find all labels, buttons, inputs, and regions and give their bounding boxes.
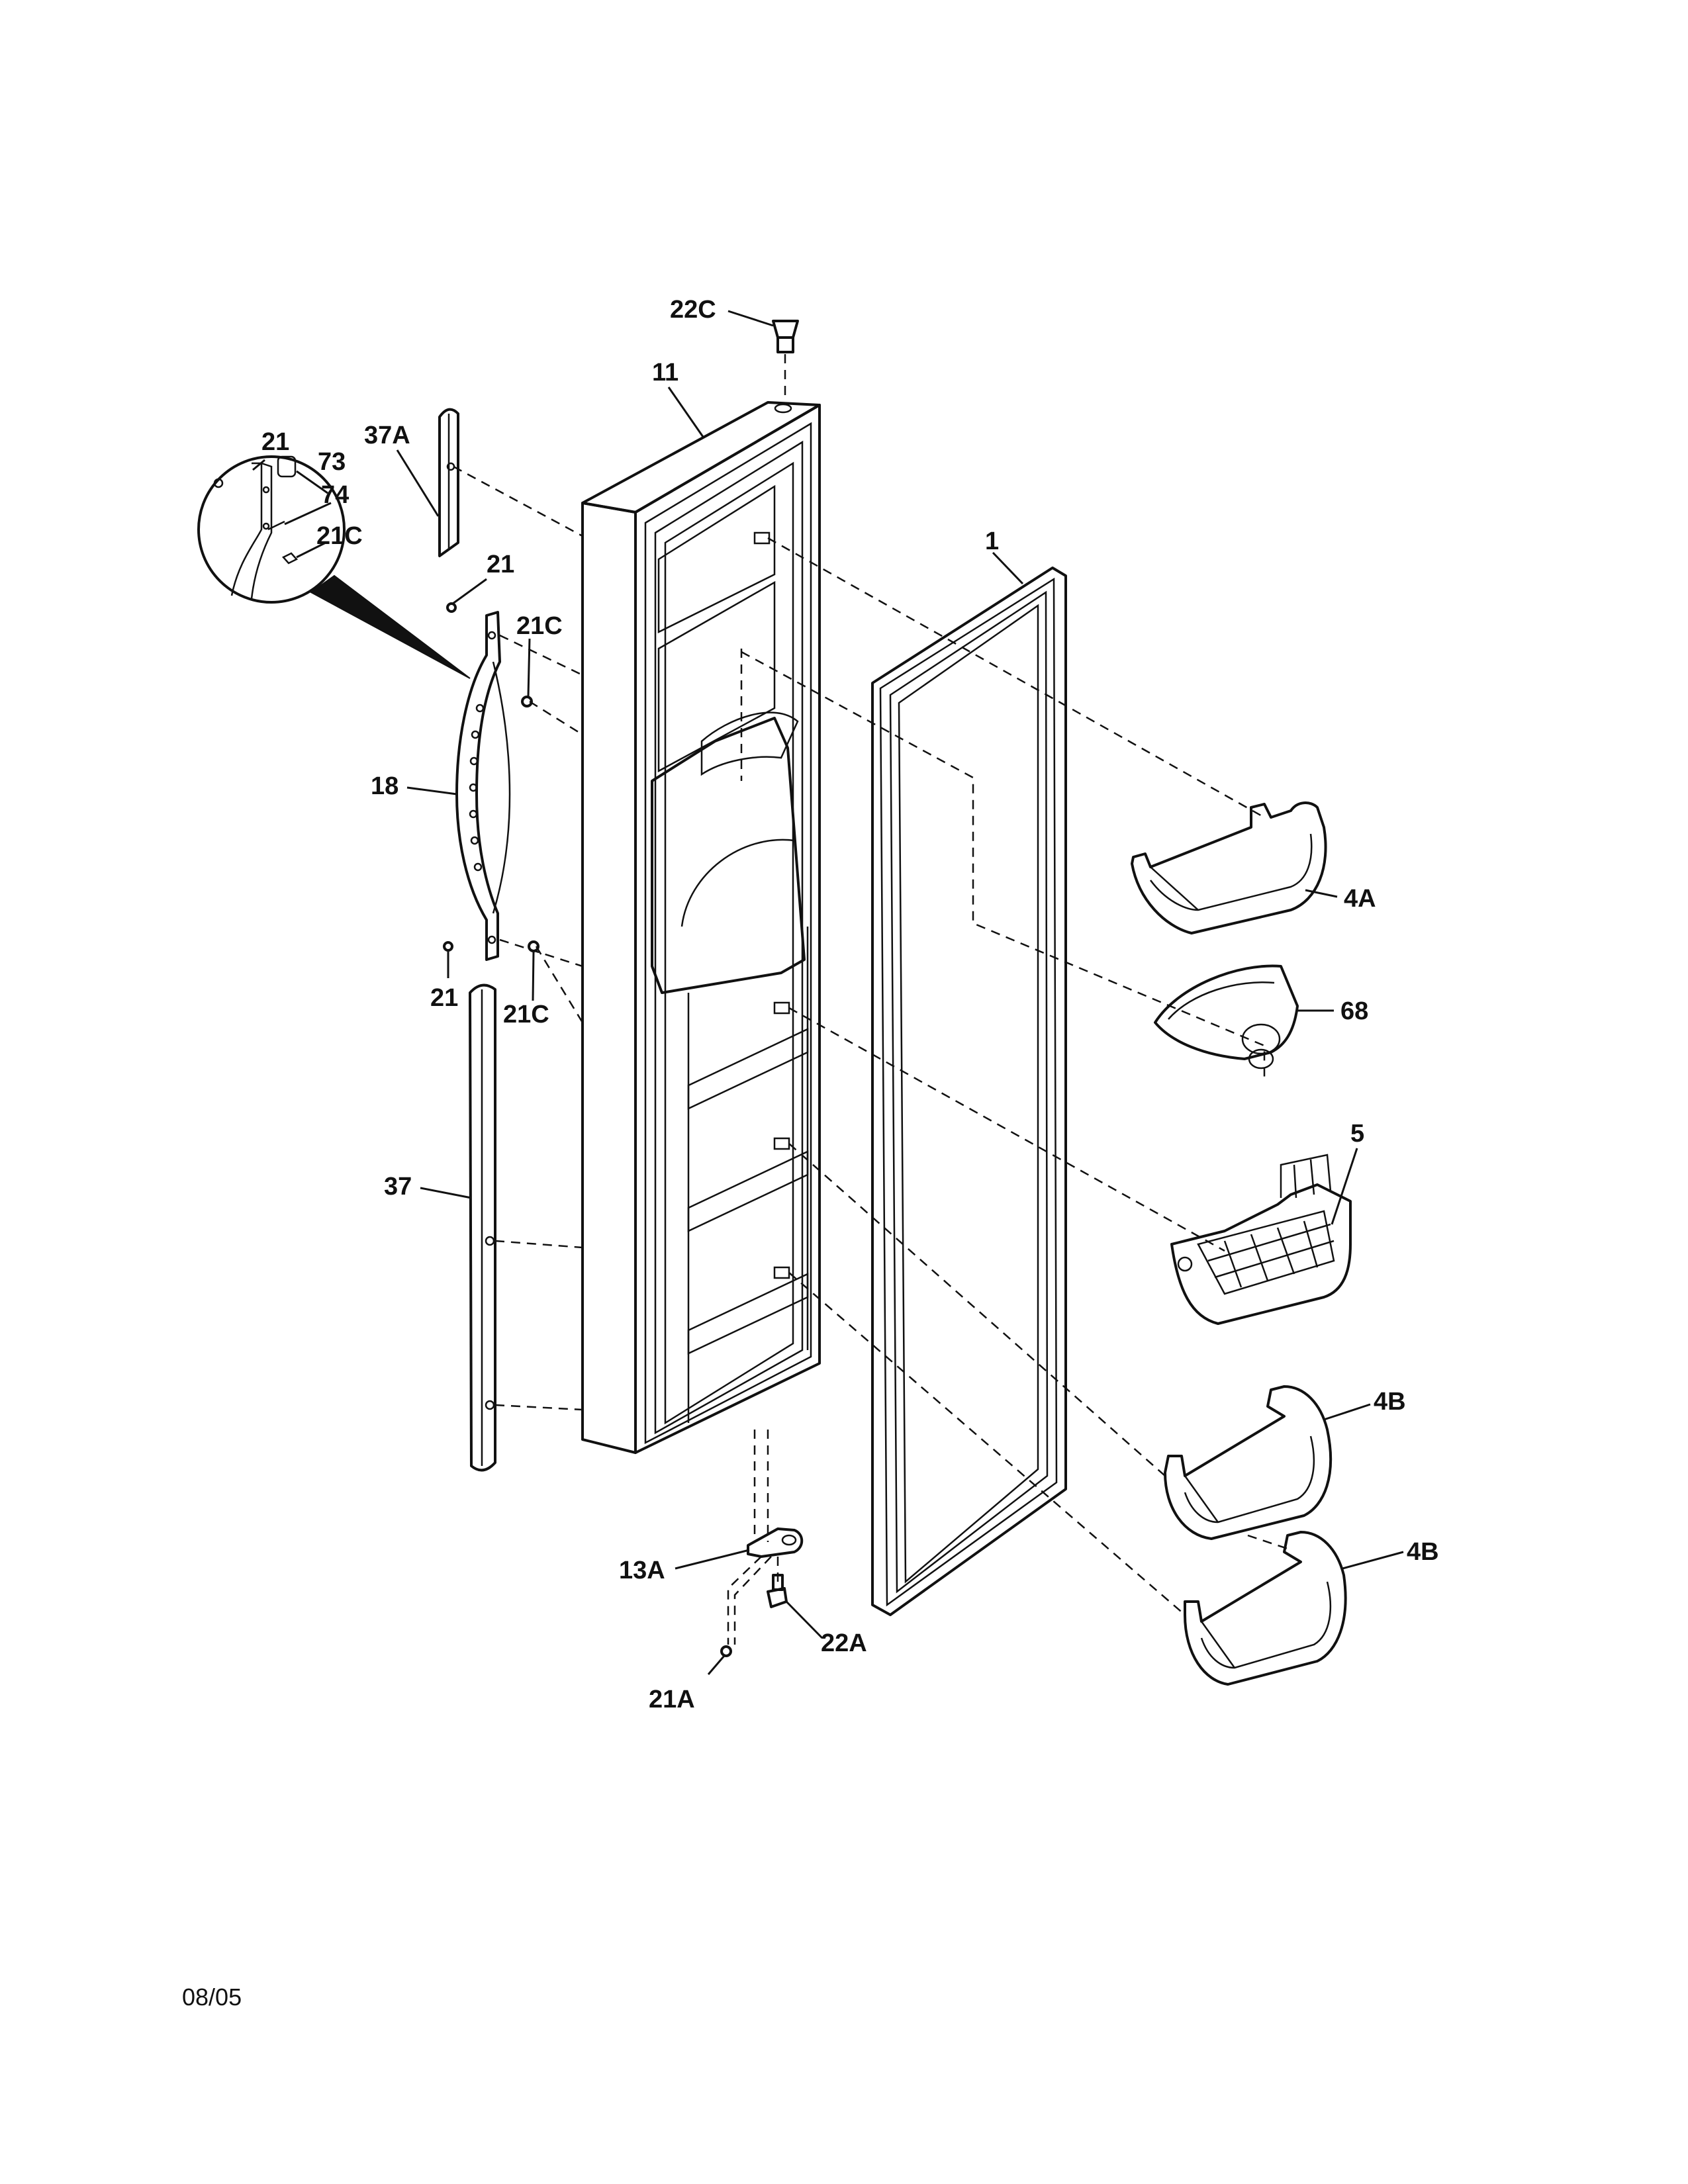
- door-gasket-part-1[interactable]: [871, 567, 1067, 1616]
- callout-37: 37: [384, 1173, 412, 1201]
- callout-4B-lower: 4B: [1407, 1538, 1439, 1566]
- callout-4B-upper: 4B: [1374, 1388, 1406, 1416]
- callout-5: 5: [1350, 1120, 1364, 1148]
- callout-22C: 22C: [670, 296, 716, 324]
- callout-1: 1: [985, 527, 999, 555]
- callout-21C-top: 21C: [516, 612, 563, 640]
- callout-21C-bottom: 21C: [503, 1001, 549, 1028]
- door-bin-part-4B-upper[interactable]: [1164, 1385, 1333, 1540]
- callout-21A: 21A: [649, 1686, 695, 1713]
- dispenser-funnel-part-68[interactable]: [1154, 964, 1299, 1069]
- callout-21-inset: 21: [261, 428, 289, 456]
- date-code: 08/05: [182, 1983, 242, 2011]
- callout-22A: 22A: [821, 1629, 867, 1657]
- lower-trim-part-37[interactable]: [469, 983, 496, 1472]
- screw-part-21-bottom[interactable]: [443, 941, 453, 952]
- detail-inset: [197, 455, 471, 679]
- leader-lines: [252, 310, 1404, 1675]
- callout-21-top: 21: [487, 551, 514, 578]
- callout-73: 73: [318, 448, 346, 476]
- callout-18: 18: [371, 772, 399, 800]
- door-handle-part-18[interactable]: [455, 611, 511, 961]
- door-bin-part-4B-lower[interactable]: [1184, 1531, 1347, 1686]
- hinge-bushing-part-22C[interactable]: [772, 320, 799, 400]
- callout-68: 68: [1340, 997, 1368, 1025]
- callout-11: 11: [652, 359, 679, 387]
- callout-labels: 22C 11 37A 21 73 74 21C 21 21C 1 18 4A 6…: [261, 296, 1439, 1713]
- callout-4A: 4A: [1344, 885, 1376, 913]
- callout-21-bottom: 21: [430, 984, 458, 1012]
- callout-37A: 37A: [364, 422, 410, 449]
- callout-13A: 13A: [619, 1557, 665, 1584]
- door-bin-part-4A[interactable]: [1131, 801, 1327, 934]
- callout-74: 74: [321, 481, 349, 509]
- hinge-screw-part-21A[interactable]: [720, 1645, 732, 1657]
- basket-bin-part-5[interactable]: [1170, 1154, 1352, 1325]
- alignment-lines: [453, 465, 1288, 1645]
- screw-part-21C-top[interactable]: [521, 696, 533, 707]
- callout-21C-inset: 21C: [316, 522, 363, 550]
- upper-trim-part-37A[interactable]: [438, 408, 459, 557]
- screw-part-21-top[interactable]: [446, 602, 457, 613]
- bottom-hinge-part-13A[interactable]: [747, 1527, 804, 1558]
- door-assembly-part-11[interactable]: [581, 401, 821, 1454]
